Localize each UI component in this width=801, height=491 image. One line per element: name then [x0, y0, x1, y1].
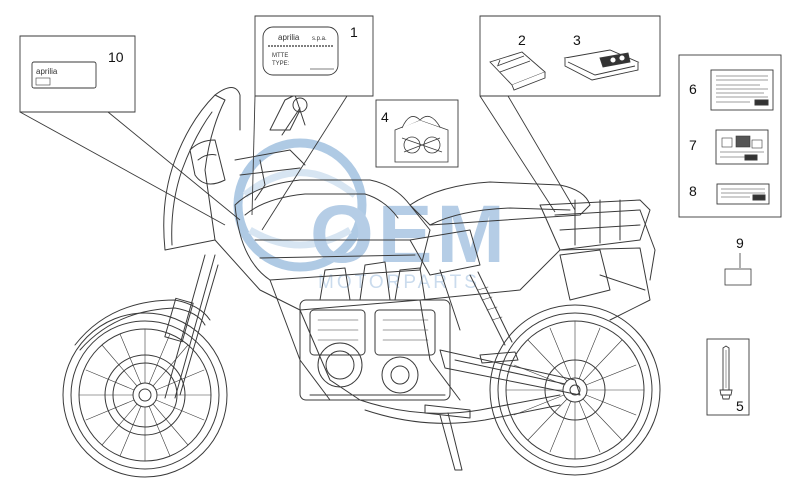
callout-9: 9 — [736, 235, 744, 251]
callout-6: 6 — [689, 81, 697, 97]
part-3-manual-icon — [563, 49, 640, 81]
part-10-sticker — [31, 61, 97, 89]
watermark-globe-icon — [233, 138, 367, 272]
part-10-box[interactable]: aprilia 10 — [19, 35, 136, 113]
part-8-label-icon — [716, 183, 770, 205]
part-10-sticker-text: aprilia — [36, 67, 58, 76]
front-wheel — [62, 312, 228, 478]
part-6-label-icon — [710, 69, 774, 111]
part-5-rivet-icon — [719, 345, 733, 400]
part-7-label-icon — [715, 129, 769, 165]
plate-model-line: MTTE — [272, 53, 288, 59]
rear-wheel — [489, 304, 661, 476]
callout-7: 7 — [689, 137, 697, 153]
part-9[interactable]: 9 — [724, 235, 752, 286]
part-2-pouch-icon — [489, 51, 546, 91]
engine — [299, 261, 451, 401]
part-4-toolkit-icon — [394, 115, 449, 163]
part-1-box[interactable]: aprilia s.p.a. MTTE TYPE: 1 — [254, 15, 374, 97]
plate-type-line: TYPE: — [272, 61, 290, 67]
callout-2: 2 — [518, 32, 526, 48]
callout-8: 8 — [689, 183, 697, 199]
motorcycle-drawing — [62, 87, 661, 478]
callout-10: 10 — [108, 49, 124, 65]
callout-5: 5 — [736, 398, 744, 414]
callout-4: 4 — [381, 109, 389, 125]
part-9-sticker — [724, 268, 752, 286]
watermark: OEM MOTORPARTS — [233, 138, 509, 293]
watermark-brand: OEM — [310, 189, 509, 280]
part-2-3-box[interactable]: 2 3 — [479, 15, 661, 97]
part-1-plate — [262, 26, 339, 76]
part-4-box[interactable]: 4 — [375, 99, 459, 168]
part-6-8-box[interactable]: 6 7 8 — [678, 54, 782, 218]
leader-lines — [19, 95, 576, 231]
part-5-box[interactable]: 5 — [706, 338, 750, 416]
plate-brand: aprilia — [278, 33, 300, 42]
callout-3: 3 — [573, 32, 581, 48]
plate-company: s.p.a. — [312, 36, 327, 42]
callout-1: 1 — [350, 24, 358, 40]
